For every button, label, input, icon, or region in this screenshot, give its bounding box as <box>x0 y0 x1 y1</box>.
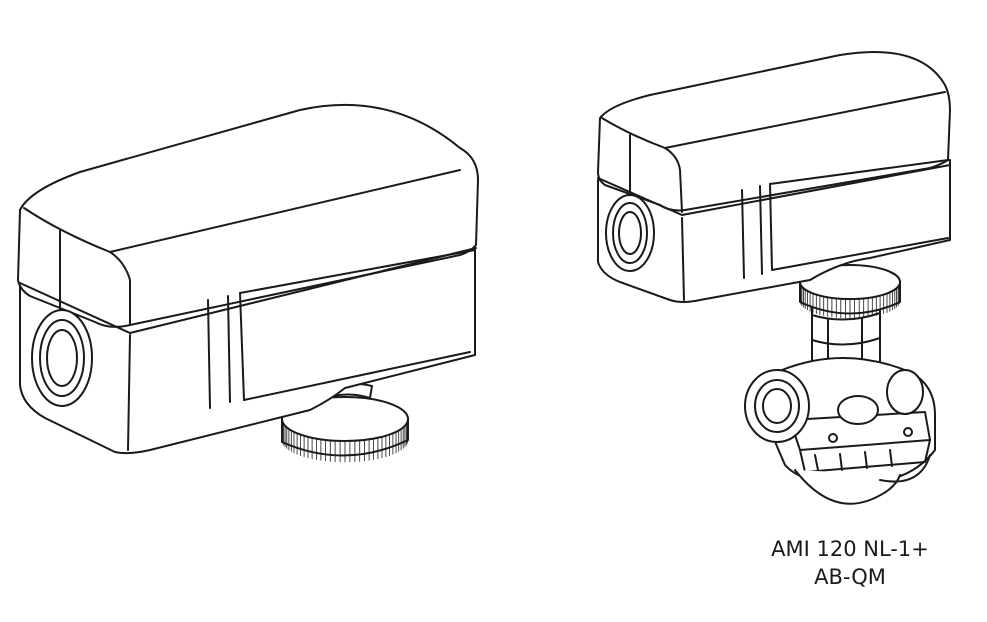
actuator-right-cable-port <box>606 195 654 271</box>
actuator-left-cable-port <box>32 310 92 406</box>
actuator-right-knurled-ring <box>800 265 900 318</box>
actuator-right-with-valve <box>598 52 950 504</box>
actuator-left <box>18 105 478 462</box>
valve-body <box>745 298 935 504</box>
product-caption-model: AMI 120 NL-1+ <box>771 537 929 561</box>
product-caption-valve: AB-QM <box>814 565 886 589</box>
